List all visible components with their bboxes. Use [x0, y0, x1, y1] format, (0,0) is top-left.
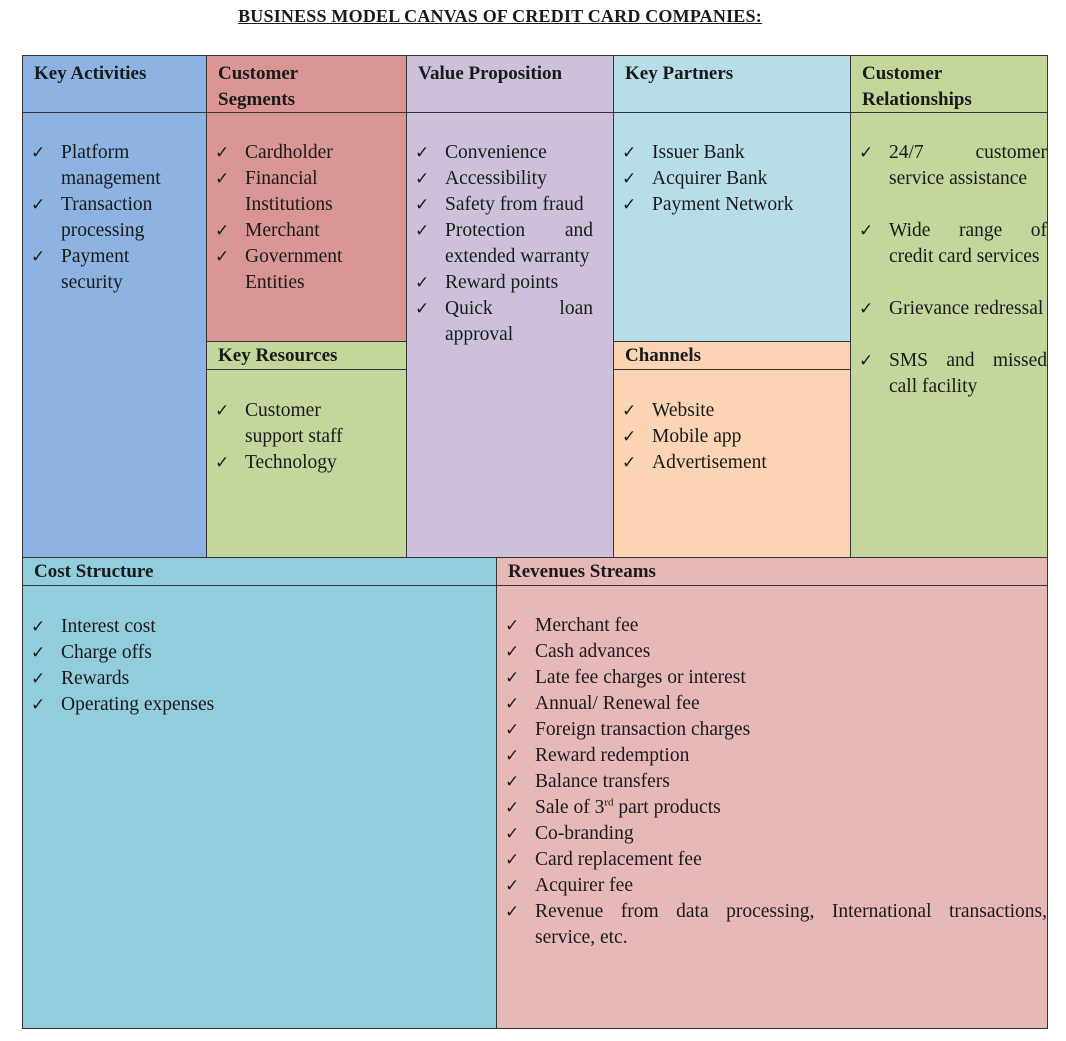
page-title: BUSINESS MODEL CANVAS OF CREDIT CARD COM…: [238, 6, 762, 26]
key-resources-title: Key Resources: [218, 345, 338, 366]
cost-structure-header: Cost Structure: [22, 557, 497, 586]
list-item: Protection and extended warranty: [415, 218, 593, 270]
revenue-streams-list: Merchant fee Cash advances Late fee char…: [505, 613, 1047, 951]
list-item: Card replacement fee: [505, 847, 1047, 873]
revenue-streams-title: Revenues Streams: [508, 561, 656, 582]
channels-list: Website Mobile app Advertisement: [622, 398, 837, 476]
sale-superscript: rd: [604, 796, 614, 809]
list-item: Financial Institutions: [215, 166, 345, 218]
key-resources-header: Key Resources: [206, 341, 407, 370]
list-item: Issuer Bank: [622, 140, 837, 166]
list-item: Operating expenses: [31, 692, 451, 718]
key-activities-list: Platform management Transaction processi…: [31, 140, 181, 296]
channels-header: Channels: [613, 341, 851, 370]
revenue-streams-header: Revenues Streams: [496, 557, 1048, 586]
list-item: Cardholder: [215, 140, 375, 166]
cost-structure-list: Interest cost Charge offs Rewards Operat…: [31, 614, 451, 718]
key-partners-header: Key Partners: [613, 55, 851, 113]
list-item: Safety from fraud: [415, 192, 593, 218]
value-proposition-list: Convenience Accessibility Safety from fr…: [415, 140, 593, 348]
key-partners-title: Key Partners: [625, 63, 734, 84]
customer-segments-header: Customer Segments: [206, 55, 407, 113]
list-item: Acquirer Bank: [622, 166, 837, 192]
list-item: Acquirer fee: [505, 873, 1047, 899]
value-proposition-header: Value Proposition: [406, 55, 614, 113]
list-item: Wide range of credit card services: [859, 218, 1047, 270]
list-item: Foreign transaction charges: [505, 717, 1047, 743]
customer-relationships-title: Customer Relationships: [862, 63, 972, 110]
list-item: Charge offs: [31, 640, 451, 666]
value-proposition-title: Value Proposition: [418, 63, 563, 84]
list-item: Advertisement: [622, 450, 837, 476]
sale-prefix: Sale of 3: [535, 797, 605, 818]
list-item: Cash advances: [505, 639, 1047, 665]
list-item: SMS and missed call facility: [859, 348, 1047, 400]
customer-segments-title: Customer Segments: [218, 63, 298, 110]
list-item: Accessibility: [415, 166, 593, 192]
list-item: Payment Network: [622, 192, 837, 218]
list-item: Revenue from data processing, Internatio…: [505, 899, 1047, 951]
list-item: Technology: [215, 450, 367, 476]
list-item: Rewards: [31, 666, 451, 692]
list-item: Transaction processing: [31, 192, 181, 244]
list-item: Merchant fee: [505, 613, 1047, 639]
list-item: Merchant: [215, 218, 375, 244]
list-item: Mobile app: [622, 424, 837, 450]
list-item: Co-branding: [505, 821, 1047, 847]
customer-relationships-header: Customer Relationships: [850, 55, 1048, 113]
list-item: 24/7 customer service assistance: [859, 140, 1047, 192]
list-item: Quick loan approval: [415, 296, 593, 348]
customer-segments-list: Cardholder Financial Institutions Mercha…: [215, 140, 375, 296]
list-item: Payment security: [31, 244, 181, 296]
key-activities-header: Key Activities: [22, 55, 207, 113]
customer-relationships-list: 24/7 customer service assistance Wide ra…: [859, 140, 1047, 400]
key-resources-list: Customer support staff Technology: [215, 398, 367, 476]
list-item: Balance transfers: [505, 769, 1047, 795]
list-item: Interest cost: [31, 614, 451, 640]
list-item: Grievance redressal: [859, 296, 1047, 322]
key-activities-block: [22, 55, 207, 558]
list-item: Reward redemption: [505, 743, 1047, 769]
list-item: Customer support staff: [215, 398, 367, 450]
list-item: Sale of 3rd part products: [505, 795, 1047, 821]
key-partners-list: Issuer Bank Acquirer Bank Payment Networ…: [622, 140, 837, 218]
key-activities-title: Key Activities: [34, 63, 147, 84]
list-item: Annual/ Renewal fee: [505, 691, 1047, 717]
list-item: Late fee charges or interest: [505, 665, 1047, 691]
channels-title: Channels: [625, 345, 702, 366]
list-item: Convenience: [415, 140, 593, 166]
list-item: Website: [622, 398, 837, 424]
list-item: Reward points: [415, 270, 593, 296]
sale-suffix: part products: [613, 797, 721, 818]
list-item: Platform management: [31, 140, 181, 192]
cost-structure-title: Cost Structure: [34, 561, 154, 582]
list-item: Government Entities: [215, 244, 365, 296]
